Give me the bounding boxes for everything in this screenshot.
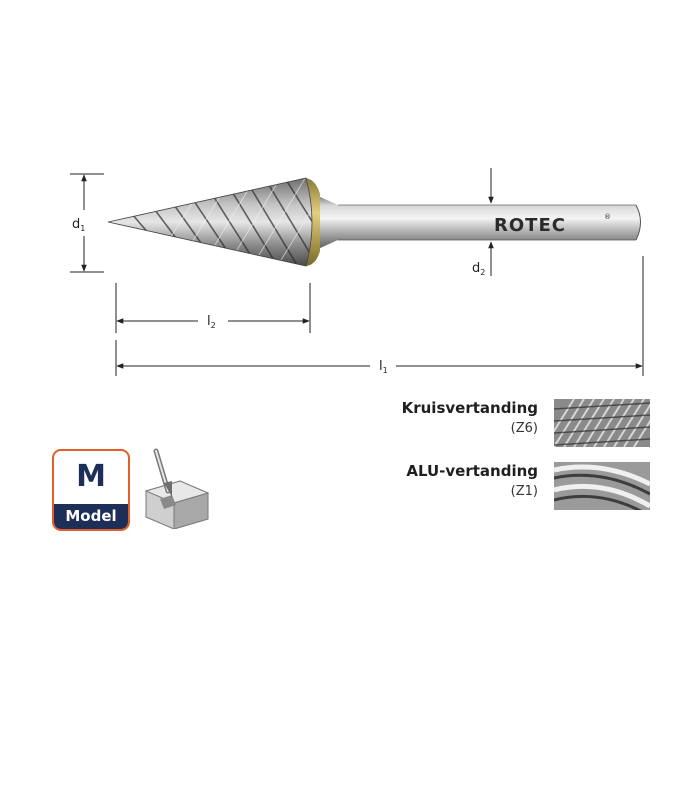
cut-code-alu: (Z1) — [510, 484, 538, 499]
cut-name-cross: Kruisvertanding — [401, 399, 538, 417]
model-label: Model — [54, 504, 128, 529]
model-badge: M Model — [52, 449, 130, 531]
dimension-l1-letter: l — [379, 359, 383, 374]
burr-on-workpiece-icon — [142, 447, 212, 530]
brand-registered-mark: ® — [604, 213, 611, 221]
dimension-l2-sub: 2 — [211, 321, 216, 330]
cut-code-cross: (Z6) — [510, 421, 538, 436]
alu-cut-texture-swatch — [554, 462, 650, 510]
svg-text:d2: d2 — [472, 261, 485, 277]
dimension-l1: l1 — [115, 256, 644, 376]
dimension-d2: d2 — [472, 168, 494, 277]
burr-cutting-head — [107, 177, 313, 267]
burr-collar — [306, 178, 320, 266]
svg-text:l1: l1 — [379, 359, 388, 375]
dimension-l1-sub: 1 — [383, 366, 388, 375]
dimension-l2-letter: l — [207, 314, 211, 329]
dimension-d1-letter: d — [72, 217, 80, 232]
dimension-d2-letter: d — [472, 261, 480, 276]
dimension-l2: l2 — [115, 283, 311, 333]
burr-shank — [318, 196, 641, 249]
model-letter: M — [76, 459, 106, 494]
brand-logo: ROTEC — [494, 215, 566, 236]
cut-name-alu: ALU-vertanding — [406, 462, 538, 480]
dimension-d1: d1 — [70, 173, 104, 273]
dimension-d2-sub: 2 — [480, 268, 485, 277]
cross-cut-texture-swatch — [554, 399, 650, 447]
svg-text:l2: l2 — [207, 314, 216, 330]
dimension-d1-sub: 1 — [80, 224, 85, 233]
svg-text:d1: d1 — [72, 217, 85, 233]
